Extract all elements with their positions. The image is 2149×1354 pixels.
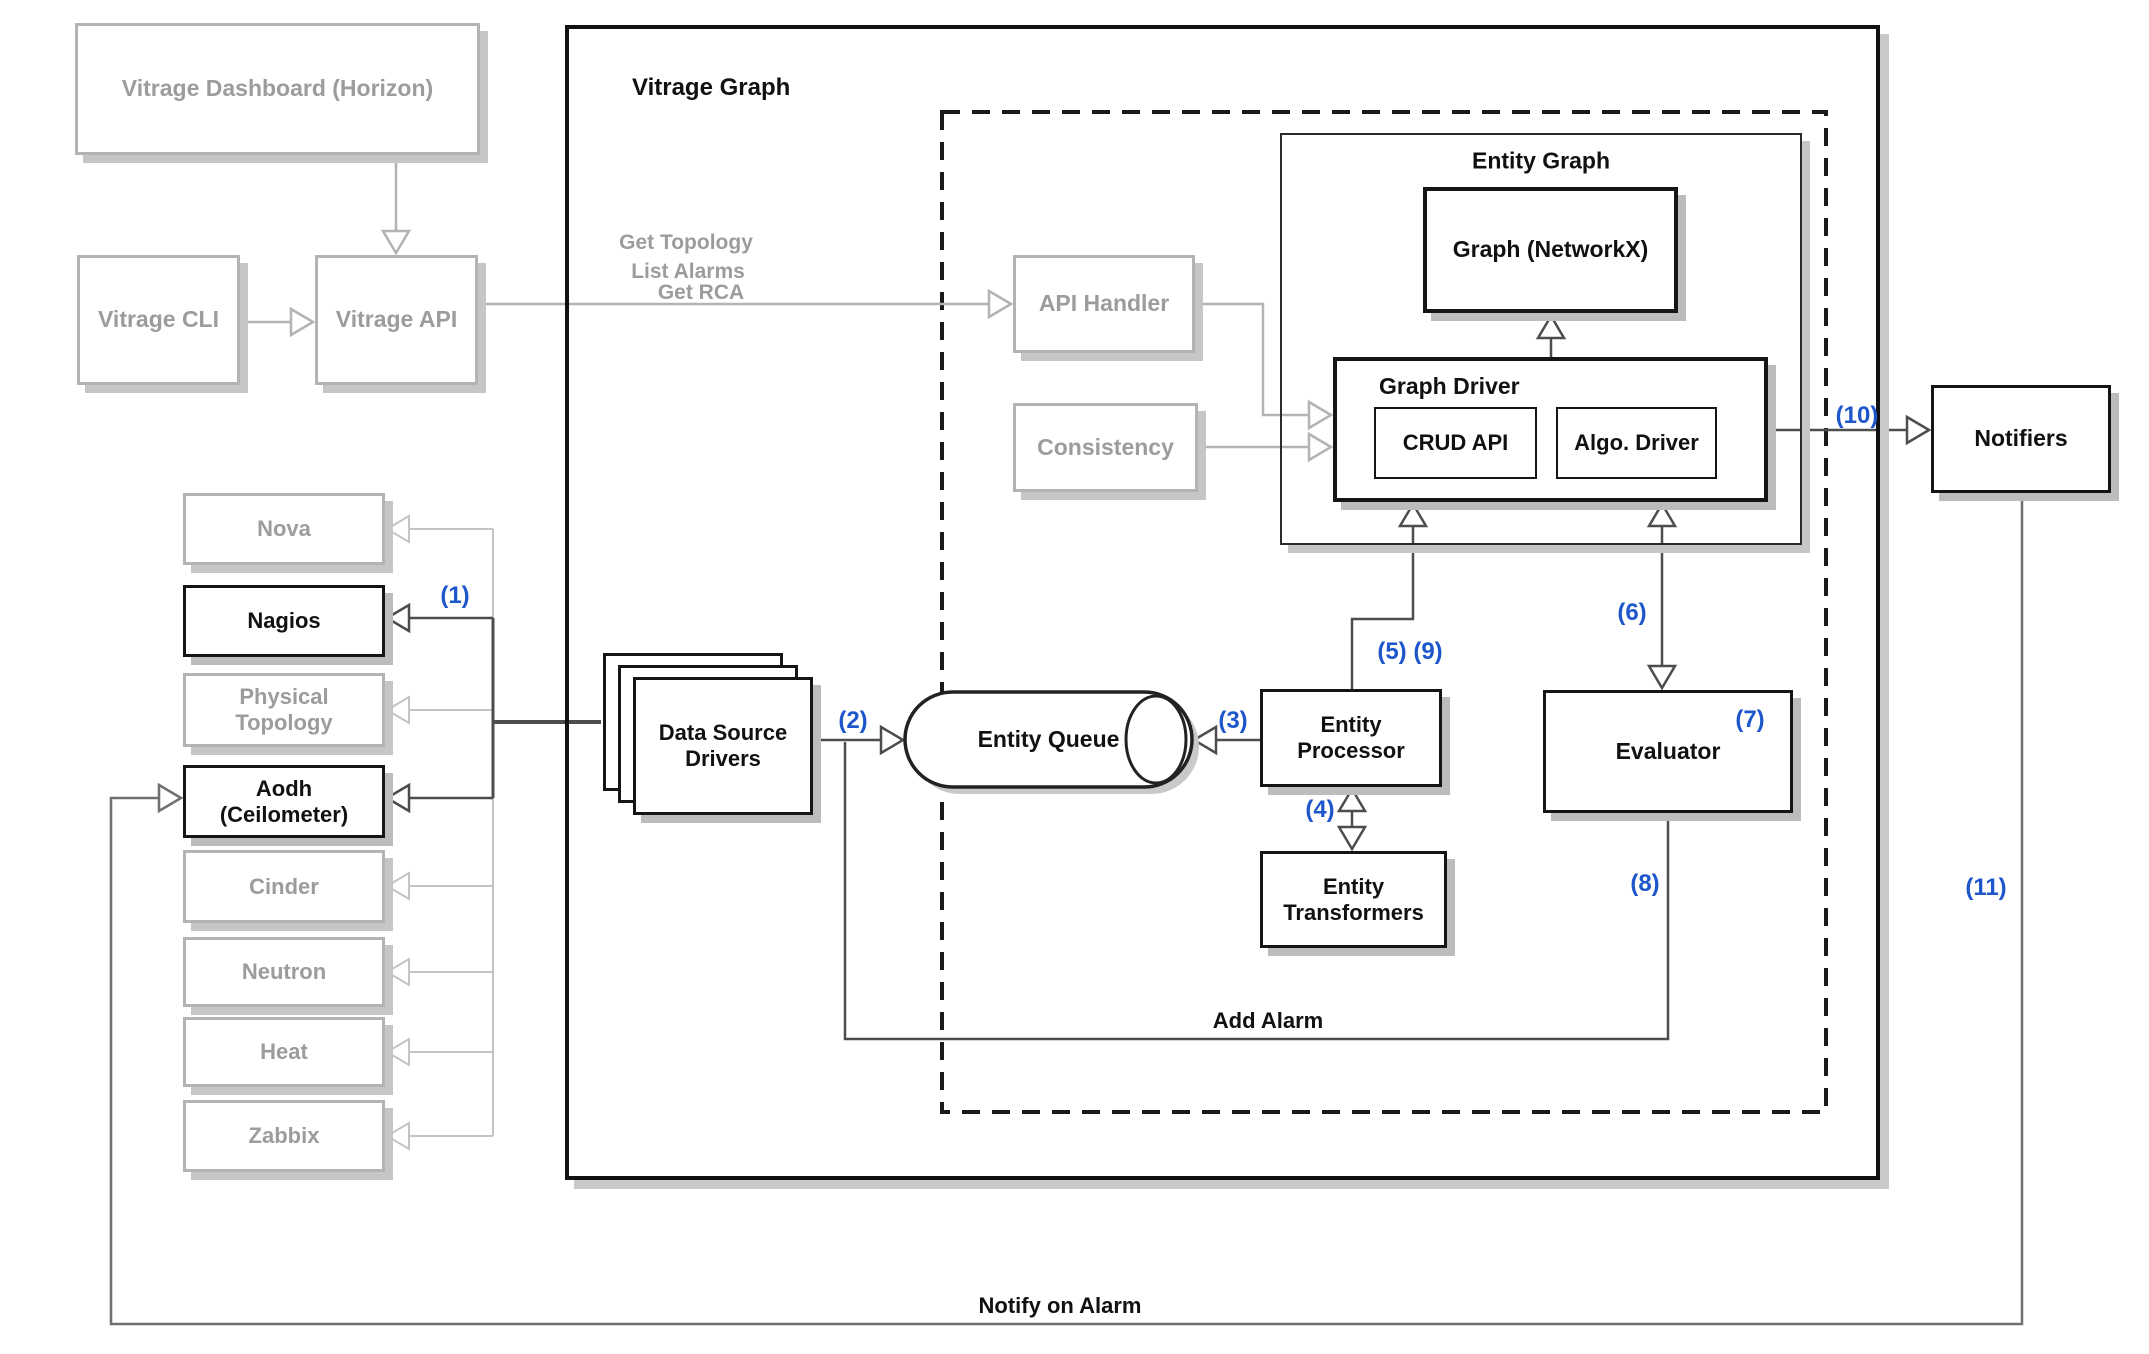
label-get-rca: Get RCA [657, 281, 745, 304]
node-vitrage-cli: Vitrage CLI [77, 255, 240, 385]
label-notify-on-alarm: Notify on Alarm [978, 1293, 1142, 1318]
node-entity-transformers: Entity Transformers [1260, 851, 1447, 948]
node-label: Algo. Driver [1574, 430, 1699, 456]
node-label: Graph (NetworkX) [1452, 236, 1649, 263]
node-label: Vitrage API [335, 306, 458, 333]
step-11: (11) [1965, 874, 2007, 901]
source-label: Physical Topology [235, 684, 333, 735]
step-6: (6) [1617, 599, 1647, 626]
label-add-alarm: Add Alarm [1212, 1008, 1324, 1033]
node-consistency: Consistency [1013, 403, 1198, 492]
source-aodh-ceilometer: Aodh (Ceilometer) [183, 765, 385, 838]
node-label: Notifiers [1974, 425, 2068, 452]
node-api-handler: API Handler [1013, 255, 1195, 353]
node-notifiers: Notifiers [1931, 385, 2111, 493]
internal-flow-lines [813, 339, 1906, 1041]
source-label: Neutron [241, 959, 327, 985]
node-label: Entity Transformers [1283, 873, 1424, 925]
source-nova: Nova [183, 493, 385, 565]
node-crud-api: CRUD API [1374, 407, 1537, 479]
node-label: Entity Queue [977, 726, 1120, 752]
step-1: (1) [440, 582, 470, 609]
step-5-9: (5) (9) [1377, 638, 1443, 665]
source-nagios: Nagios [183, 585, 385, 657]
source-label: Heat [260, 1039, 308, 1065]
step-4: (4) [1305, 796, 1335, 823]
step-10: (10) [1835, 402, 1879, 429]
source-label: Zabbix [248, 1123, 320, 1149]
source-label: Cinder [249, 873, 319, 899]
node-label: Evaluator [1615, 737, 1721, 764]
node-vitrage-api: Vitrage API [315, 255, 478, 385]
node-label: Vitrage Dashboard (Horizon) [121, 75, 434, 102]
node-label: Vitrage CLI [98, 306, 219, 333]
node-label: CRUD API [1402, 430, 1509, 456]
node-label: Data Source Drivers [658, 720, 788, 771]
source-label: Nagios [247, 608, 321, 634]
node-graph-networkx: Graph (NetworkX) [1423, 187, 1678, 313]
client-flow-lines [240, 155, 1308, 449]
node-label: Entity Processor [1297, 712, 1405, 763]
label-get-topology: Get Topology [619, 231, 753, 254]
entity-graph-container [1280, 133, 1802, 545]
source-physical-topology: Physical Topology [183, 673, 385, 747]
node-label: API Handler [1038, 290, 1170, 317]
graph-driver-title: Graph Driver [1379, 373, 1520, 399]
source-heat: Heat [183, 1017, 385, 1087]
source-cinder: Cinder [183, 850, 385, 923]
label-list-alarms: List Alarms [631, 260, 745, 283]
dashed-boundary-box [940, 110, 1828, 1114]
node-entity-queue: Entity Queue [905, 692, 1226, 787]
step-2: (2) [838, 707, 868, 734]
internal-flow-arrowheads [879, 313, 1932, 852]
source-label: Nova [257, 516, 311, 542]
step-7: (7) [1735, 706, 1765, 733]
source-bus-light-lines [409, 528, 494, 1137]
node-graph-driver: Graph Driver CRUD API Algo. Driver [1333, 357, 1768, 502]
source-bus-light-arrowheads [385, 514, 410, 1151]
vitrage-graph-title: Vitrage Graph [632, 74, 791, 101]
source-label: Aodh (Ceilometer) [219, 775, 349, 827]
node-entity-processor: Entity Processor [1260, 689, 1442, 787]
entity-graph-title: Entity Graph [1471, 147, 1611, 174]
notify-loop-line [109, 494, 2024, 1326]
step-3: (3) [1218, 707, 1248, 734]
source-bus-dark-lines [409, 616, 601, 800]
node-label: Consistency [1037, 433, 1174, 460]
source-zabbix: Zabbix [183, 1100, 385, 1172]
node-vitrage-dashboard: Vitrage Dashboard (Horizon) [75, 23, 480, 155]
source-bus-dark-arrowheads [384, 602, 411, 814]
client-flow-arrowheads [289, 229, 1334, 463]
node-evaluator: Evaluator [1543, 690, 1793, 813]
node-algo-driver: Algo. Driver [1556, 407, 1717, 479]
source-neutron: Neutron [183, 937, 385, 1007]
node-data-source-drivers: Data Source Drivers [633, 677, 813, 815]
vitrage-graph-container [565, 25, 1880, 1180]
entity-queue-cylinder [903, 690, 1199, 794]
step-8: (8) [1630, 870, 1660, 897]
